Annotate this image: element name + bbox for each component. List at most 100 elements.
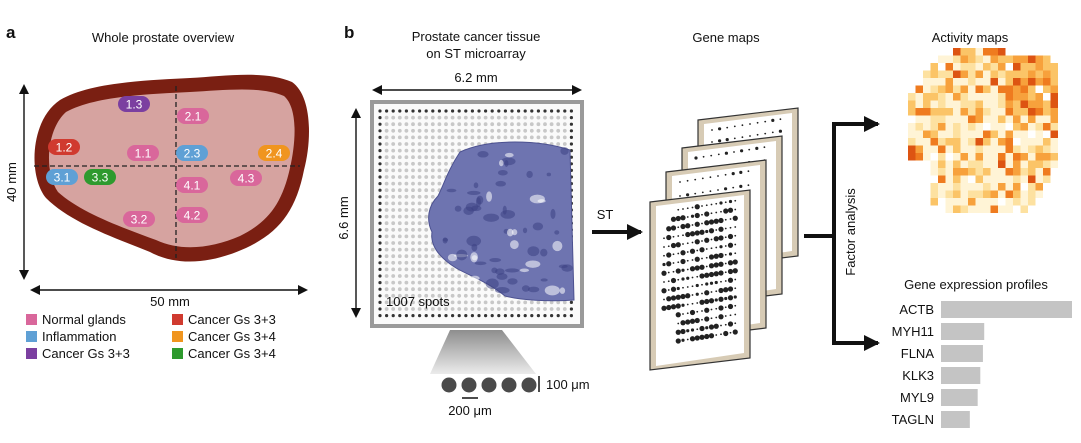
width-label: 50 mm [150,294,190,309]
gene-map-spot [681,303,685,307]
array-spot [517,314,521,318]
gene-bar [941,301,1072,318]
array-spot [404,287,409,292]
gene-map-spot [675,294,681,300]
gene-bar-row: ACTB [899,301,1072,318]
array-spot [404,280,409,285]
array-spot [398,314,402,318]
gene-map-spot [677,235,680,237]
activity-cell [938,108,946,116]
gene-map-spot [710,212,713,215]
activity-cell [953,153,961,161]
array-spot [457,307,462,311]
array-spot [384,148,389,153]
activity-cell [990,93,998,101]
array-spot [378,208,382,212]
gene-map-spot [696,275,699,278]
gene-map-spot [680,223,686,230]
gene-map-spot [708,228,715,234]
activity-cell [1035,78,1043,86]
gene-map-spot [670,304,677,310]
activity-cell [1028,198,1036,206]
gene-map-spot [677,252,680,255]
activity-cell [990,48,998,56]
spot-row-inset [441,377,537,393]
array-spot [556,115,561,120]
array-spot [397,293,402,298]
activity-cell [1050,123,1058,131]
gene-map-spot [732,215,738,221]
gene-map-spot [667,271,670,274]
gene-map-spot [709,281,714,285]
activity-cell [975,175,983,183]
array-spot [411,168,415,173]
array-spot [417,201,422,206]
array-spot [437,128,442,133]
array-spot [417,300,422,305]
gene-map-spot [677,208,680,211]
activity-cell [1013,85,1021,93]
activity-cell [1020,93,1028,101]
gene-map-spot [682,286,684,289]
array-spot [523,135,528,140]
array-spot [424,181,429,186]
activity-cell [1035,108,1043,116]
activity-cell [945,175,953,183]
gene-map-spot [691,224,694,226]
array-spot [404,128,409,133]
activity-cell [1035,100,1043,108]
array-spot [470,142,475,146]
array-spot [536,109,541,113]
activity-cell [945,130,953,138]
array-spot [523,115,528,120]
gene-bar-row: MYH11 [892,323,985,340]
activity-cell [1043,145,1051,153]
activity-cell [1043,123,1051,131]
gene-map-spot [734,322,737,325]
array-spot [490,109,494,113]
array-spot [503,128,508,133]
gene-map-spot [708,271,715,278]
array-spot [543,109,547,113]
gene-map-spot [713,262,719,268]
gene-map-spot [663,237,665,240]
array-spot [490,293,495,298]
gene-map-spot [704,211,710,217]
array-spot [437,314,441,318]
activity-cell [1035,168,1043,176]
activity-cell [953,63,961,71]
gene-map-spot [724,323,727,326]
gene-map-spot [686,286,689,288]
activity-cell [1035,93,1043,101]
array-spot [430,194,435,199]
array-spot [457,135,462,140]
gene-map-spot [718,226,724,232]
gene-map-spot [708,298,715,304]
activity-cell [975,115,983,123]
array-spot [483,122,488,127]
activity-cell [945,183,953,191]
prostate-tissue [48,89,295,248]
array-spot [470,122,475,127]
array-spot [529,307,534,311]
array-spot [404,260,409,265]
activity-cell [923,123,931,131]
array-spot [529,128,534,133]
gene-map-spot [708,254,715,260]
gene-map-spot [724,245,727,247]
array-spot [497,314,501,318]
activity-cell [968,93,976,101]
gene-map-spot [711,141,713,143]
tissue-gland [485,278,499,289]
activity-cell [1043,115,1051,123]
array-spot [391,214,396,219]
array-spot [411,293,415,298]
activity-cell [975,205,983,213]
activity-cell [953,108,961,116]
activity-cell [953,100,961,108]
gene-map-spot [734,243,737,246]
array-spot [529,122,534,127]
gene-map-spot [724,151,729,155]
activity-cell [968,190,976,198]
array-spot [562,115,567,120]
